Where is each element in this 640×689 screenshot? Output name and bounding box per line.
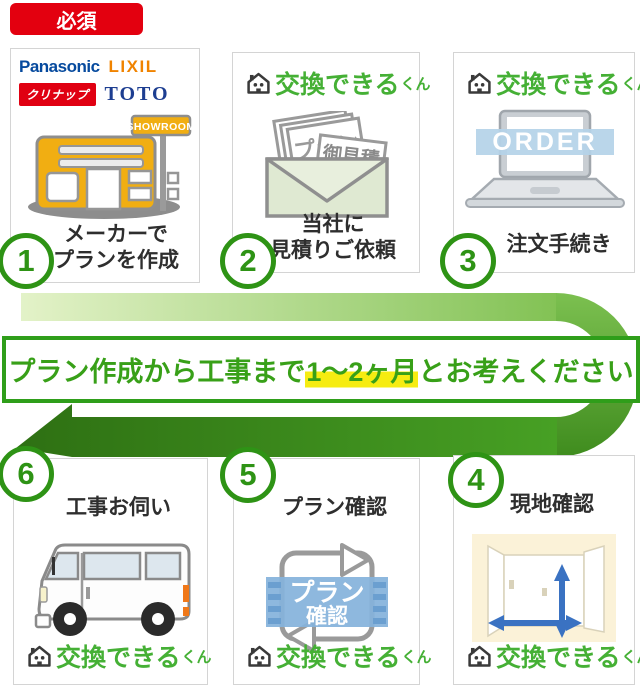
step-card-2: 交換できる くん プラン 御見積 当社に 見積りご依頼 — [232, 52, 431, 273]
house-icon — [248, 645, 271, 667]
brand-logo: 交換できる くん — [26, 638, 212, 674]
brand-logo: 交換できる くん — [246, 638, 432, 674]
brand-name: 交換できる — [496, 644, 621, 672]
step-number-6: 6 — [0, 446, 54, 502]
showroom-sign-text: SHOWROOM — [126, 121, 193, 133]
house-icon — [247, 72, 270, 94]
ribbon-bottom-band-arrow — [16, 404, 557, 457]
flow-arrow-ribbon — [16, 293, 638, 457]
showroom-illustration: SHOWROOM — [28, 114, 193, 219]
site-check-illustration — [472, 534, 616, 642]
brand-suffix: くん — [181, 648, 212, 666]
brand-logo: 交換できる くん — [466, 65, 640, 101]
brand-suffix: くん — [621, 648, 640, 666]
brand-name: 交換できる — [276, 644, 401, 672]
brand-suffix: くん — [401, 648, 432, 666]
step-3-title: 注文手続き — [506, 232, 612, 256]
step-5-title: プラン確認 — [282, 496, 387, 519]
brand-logo: 交換できる くん — [466, 638, 640, 674]
step-2-title: 当社に 見積りご依頼 — [270, 212, 396, 262]
lixil-logo: LIXIL — [108, 57, 158, 76]
required-badge: 必須 — [10, 3, 143, 35]
order-screen-text: ORDER — [492, 128, 597, 156]
manufacturer-logos: Panasonic LIXIL クリナップ TOTO — [19, 57, 191, 112]
house-icon — [468, 645, 491, 667]
ribbon-top-band — [21, 293, 557, 321]
brand-name: 交換できる — [275, 71, 400, 99]
step-card-6: 工事お伺い 交換できる くん — [13, 458, 212, 685]
service-van-illustration — [34, 543, 191, 636]
ribbon-right-curve — [556, 293, 638, 457]
notice-text-pre: プラン作成から工事まで — [8, 357, 306, 387]
step-card-3: 交換できる くん ORDER 注文手続き — [453, 52, 640, 273]
step-number-3: 3 — [440, 233, 496, 289]
step-number-5: 5 — [220, 447, 276, 503]
step-1-title: メーカーで プランを作成 — [53, 222, 179, 272]
order-laptop-illustration: ORDER — [465, 109, 625, 208]
plan-check-illustration: プラン 確認 — [266, 543, 388, 653]
step-number-2: 2 — [220, 233, 276, 289]
cleanup-logo: クリナップ — [19, 83, 96, 106]
notice-text-post: とお考えください — [418, 357, 634, 387]
plan-check-text-2: 確認 — [306, 604, 348, 628]
notice-text-highlight: 1～2ヶ月 — [305, 350, 419, 389]
brand-suffix: くん — [621, 75, 640, 93]
toto-logo: TOTO — [104, 83, 170, 105]
brand-name: 交換できる — [496, 71, 621, 99]
estimate-envelope-illustration: プラン 御見積 — [265, 111, 389, 218]
plan-check-text-1: プラン — [289, 579, 364, 607]
house-icon — [28, 645, 51, 667]
step-6-title: 工事お伺い — [66, 496, 171, 519]
house-icon — [468, 72, 491, 94]
brand-logo: 交換できる くん — [245, 65, 431, 101]
brand-suffix: くん — [400, 75, 431, 93]
step-number-4: 4 — [448, 452, 504, 508]
step-4-title: 現地確認 — [510, 493, 594, 516]
step-number-1: 1 — [0, 233, 54, 289]
brand-name: 交換できる — [56, 644, 181, 672]
panasonic-logo: Panasonic — [19, 57, 100, 76]
